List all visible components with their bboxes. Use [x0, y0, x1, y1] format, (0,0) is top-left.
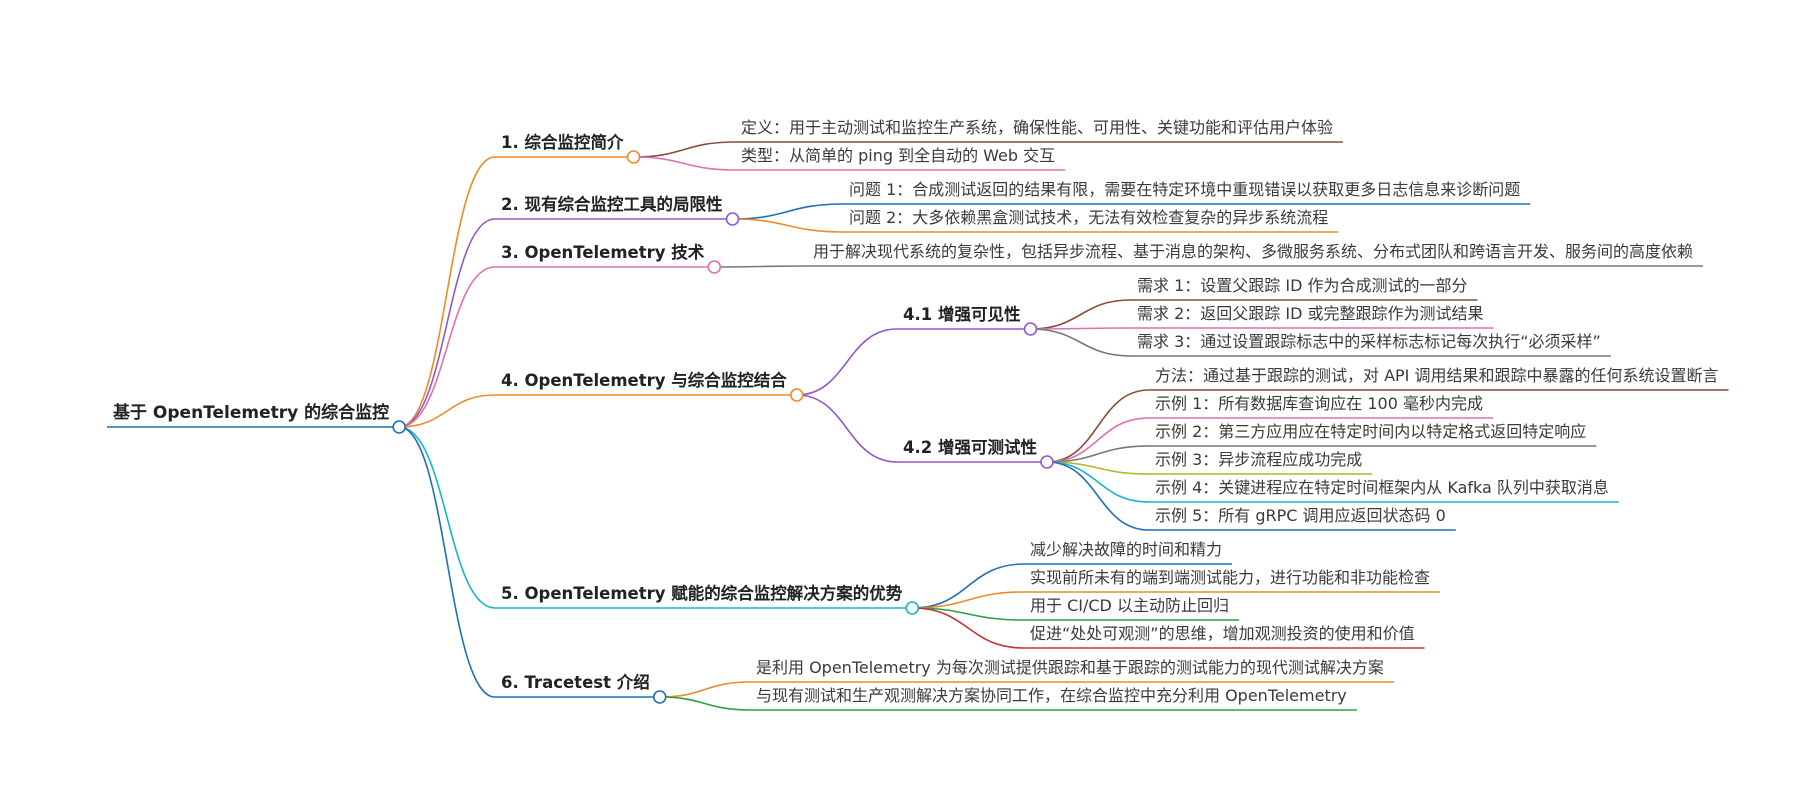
node-4-3-connector	[912, 607, 1025, 649]
node-2-0-connector	[714, 265, 808, 268]
node-1-0-connector	[732, 203, 844, 220]
leaf-otel-purpose[interactable]: 用于解决现代系统的复杂性，包括异步流程、基于消息的架构、多微服务系统、分布式团队…	[813, 242, 1694, 261]
leaf-advantage-1[interactable]: 减少解决故障的时间和精力	[1030, 540, 1223, 559]
leaf-definition[interactable]: 定义：用于主动测试和监控生产系统，确保性能、可用性、关键功能和评估用户体验	[741, 118, 1334, 137]
branch-3-dot	[789, 388, 804, 402]
node-4-2-connector	[912, 607, 1025, 621]
sub-branch-3-1-dot	[1040, 455, 1054, 469]
node-0-1-connector	[633, 156, 736, 171]
leaf-3-1-2-connector	[1046, 445, 1150, 463]
leaf-requirement-3[interactable]: 需求 3：通过设置跟踪标志中的采样标志标记每次执行“必须采样”	[1137, 332, 1601, 351]
leaf-method[interactable]: 方法：通过基于跟踪的测试，对 API 调用结果和跟踪中暴露的任何系统设置断言	[1155, 366, 1719, 385]
leaf-3-1-0-connector	[1046, 389, 1150, 463]
leaf-3-1-3-connector	[1046, 461, 1150, 475]
branch-intro[interactable]: 1. 综合监控简介	[501, 133, 624, 152]
leaf-3-1-5-connector	[1046, 461, 1150, 531]
branch-limitations[interactable]: 2. 现有综合监控工具的局限性	[501, 195, 723, 214]
leaf-example-5[interactable]: 示例 5：所有 gRPC 调用应返回状态码 0	[1155, 506, 1446, 525]
node-3-1-connector	[796, 394, 898, 463]
branch-otel-combination[interactable]: 4. OpenTelemetry 与综合监控结合	[501, 371, 787, 390]
leaf-requirement-1[interactable]: 需求 1：设置父跟踪 ID 作为合成测试的一部分	[1137, 276, 1468, 295]
node-1-1-connector	[732, 218, 844, 233]
node-4-0-connector	[912, 563, 1025, 609]
leaf-3-1-1-connector	[1046, 417, 1150, 463]
node-3-0-connector	[796, 328, 898, 396]
leaf-3-0-0-connector	[1030, 299, 1132, 330]
branch-3-connector	[399, 394, 496, 428]
leaf-advantage-4[interactable]: 促进“处处可观测”的思维，增加观测投资的使用和价值	[1030, 624, 1415, 643]
root-node-dot	[392, 420, 406, 434]
branch-2-connector	[399, 266, 496, 428]
branch-2-dot	[707, 260, 722, 274]
branch-5-connector	[399, 426, 496, 698]
leaf-problem-1[interactable]: 问题 1：合成测试返回的结果有限，需要在特定环境中重现错误以获取更多日志信息来诊…	[849, 180, 1521, 199]
leaf-example-4[interactable]: 示例 4：关键进程应在特定时间框架内从 Kafka 队列中获取消息	[1155, 478, 1609, 497]
node-5-1-connector	[659, 696, 751, 711]
sub-branch-visibility[interactable]: 4.1 增强可见性	[903, 305, 1021, 324]
branch-5-dot	[652, 690, 667, 704]
leaf-advantage-2[interactable]: 实现前所未有的端到端测试能力，进行功能和非功能检查	[1030, 568, 1431, 587]
branch-advantages[interactable]: 5. OpenTelemetry 赋能的综合监控解决方案的优势	[501, 584, 903, 603]
node-0-0-connector	[633, 141, 736, 158]
leaf-example-3[interactable]: 示例 3：异步流程应成功完成	[1155, 450, 1363, 469]
leaf-problem-2[interactable]: 问题 2：大多依赖黑盒测试技术，无法有效检查复杂的异步系统流程	[849, 208, 1329, 227]
node-4-1-connector	[912, 591, 1025, 609]
branch-tracetest[interactable]: 6. Tracetest 介绍	[501, 673, 650, 692]
leaf-3-0-1-connector	[1030, 327, 1132, 330]
branch-1-connector	[399, 218, 496, 428]
branch-1-dot	[725, 212, 740, 226]
branch-4-dot	[905, 601, 920, 615]
branch-4-connector	[399, 426, 496, 609]
leaf-example-1[interactable]: 示例 1：所有数据库查询应在 100 毫秒内完成	[1155, 394, 1483, 413]
mindmap-root-node[interactable]: 基于 OpenTelemetry 的综合监控	[113, 403, 390, 423]
node-5-0-connector	[659, 681, 751, 698]
leaf-advantage-3[interactable]: 用于 CI/CD 以主动防止回归	[1030, 596, 1229, 615]
branch-0-connector	[399, 156, 496, 428]
leaf-tracetest-2[interactable]: 与现有测试和生产观测解决方案协同工作，在综合监控中充分利用 OpenTeleme…	[756, 686, 1347, 705]
leaf-tracetest-1[interactable]: 是利用 OpenTelemetry 为每次测试提供跟踪和基于跟踪的测试能力的现代…	[756, 658, 1384, 677]
leaf-example-2[interactable]: 示例 2：第三方应用应在特定时间内以特定格式返回特定响应	[1155, 422, 1587, 441]
leaf-3-0-2-connector	[1030, 328, 1132, 357]
branch-otel-tech[interactable]: 3. OpenTelemetry 技术	[501, 243, 705, 262]
leaf-types[interactable]: 类型：从简单的 ping 到全自动的 Web 交互	[741, 146, 1056, 165]
sub-branch-testability[interactable]: 4.2 增强可测试性	[903, 438, 1037, 457]
sub-branch-3-0-dot	[1023, 322, 1038, 336]
branch-0-dot	[626, 150, 641, 164]
leaf-requirement-2[interactable]: 需求 2：返回父跟踪 ID 或完整跟踪作为测试结果	[1137, 304, 1484, 323]
